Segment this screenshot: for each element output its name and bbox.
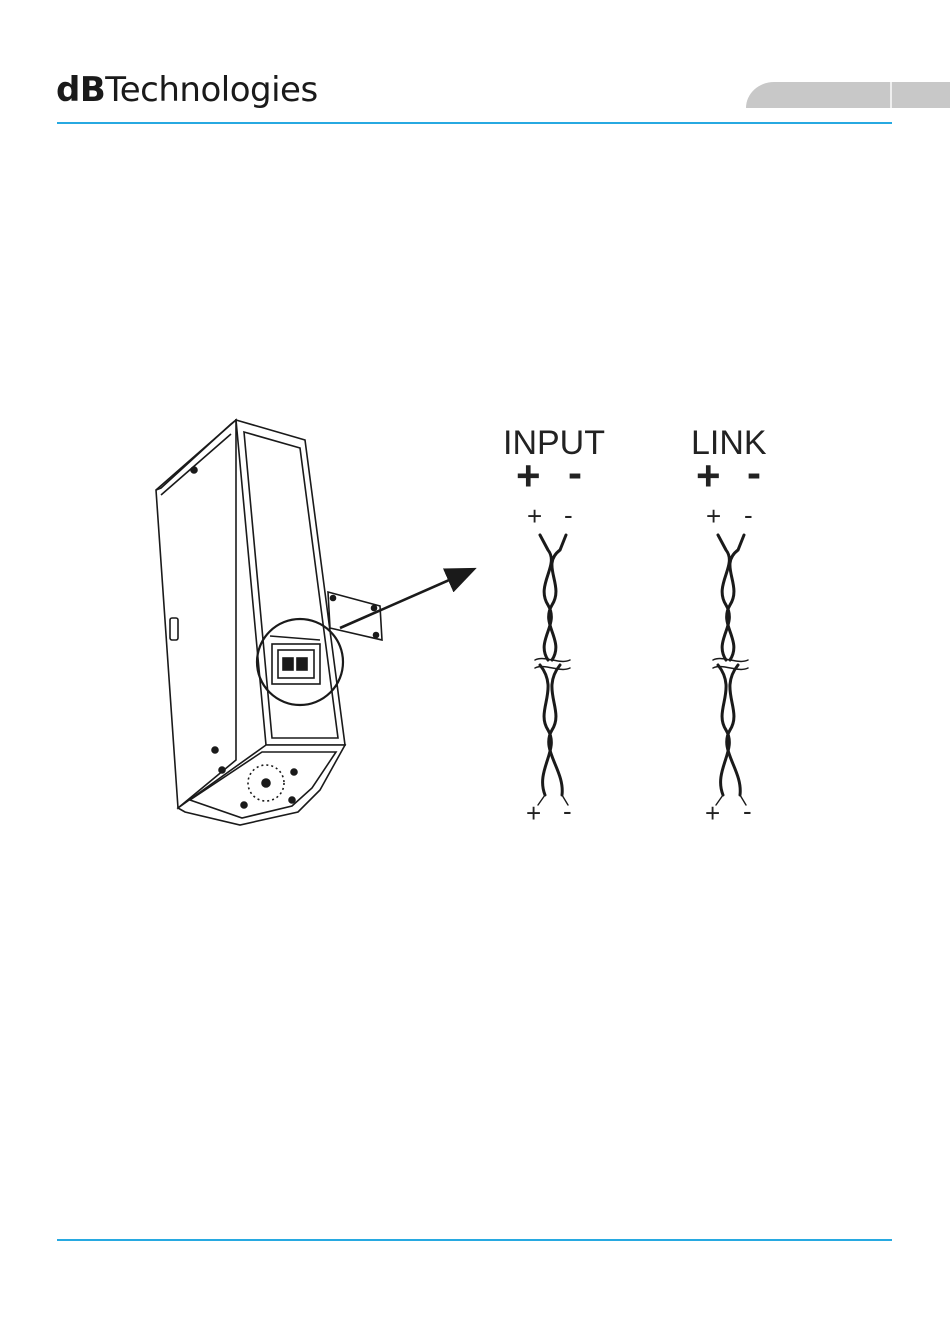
link-plus-wire-bottom: + <box>705 800 720 826</box>
input-plus-wire-top: + <box>527 503 542 529</box>
link-minus-terminal-sign: - <box>747 452 761 494</box>
link-minus-wire-bottom: - <box>743 798 752 824</box>
input-minus-wire-top: - <box>564 502 573 528</box>
input-plus-terminal-sign: + <box>516 455 541 497</box>
input-minus-wire-bottom: - <box>563 798 572 824</box>
pointer-arrow <box>340 570 472 628</box>
input-twisted-cable <box>535 535 570 805</box>
link-twisted-cable <box>713 535 748 805</box>
link-plus-terminal-sign: + <box>696 455 721 497</box>
link-minus-wire-top: - <box>744 502 753 528</box>
speaker-cabinet-illustration <box>156 420 382 825</box>
input-minus-terminal-sign: - <box>568 452 582 494</box>
link-plus-wire-top: + <box>706 503 721 529</box>
input-plus-wire-bottom: + <box>526 800 541 826</box>
